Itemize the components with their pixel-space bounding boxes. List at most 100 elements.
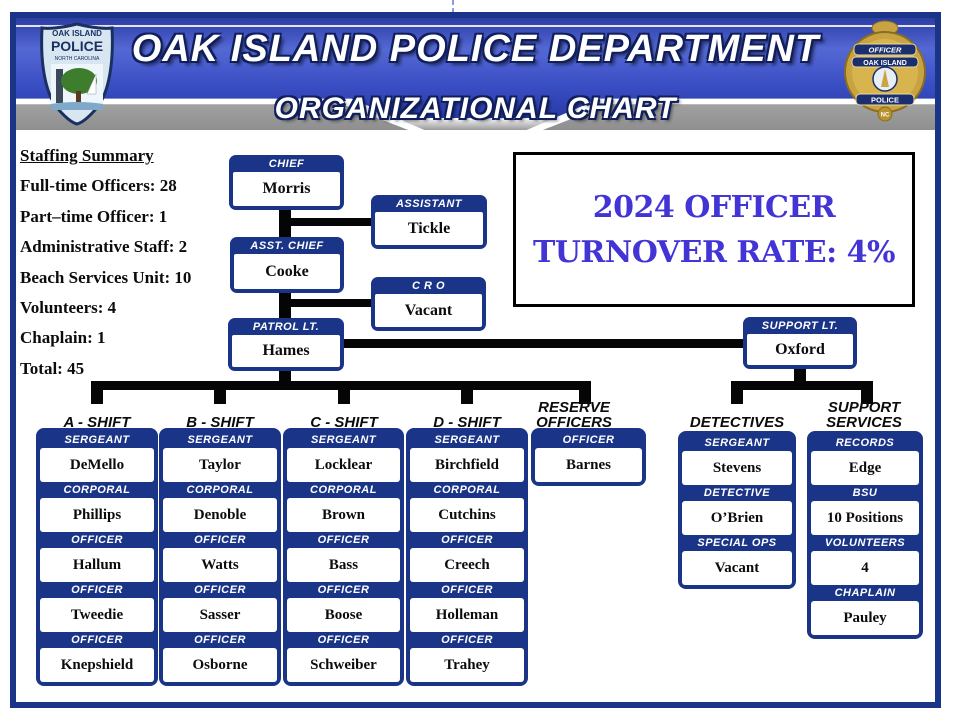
officer-name: Watts — [163, 548, 277, 582]
officer-name: Phillips — [40, 498, 154, 532]
connector-tick-a-shift — [91, 381, 103, 404]
turnover-line-2: TURNOVER RATE: 4% — [532, 234, 896, 270]
officer-name: Stevens — [682, 451, 792, 485]
connector-tick-c-shift — [338, 381, 350, 404]
connector-tick-detectives — [731, 381, 743, 404]
connector-tick-reserve — [579, 381, 591, 404]
node-title: SUPPORT LT. — [761, 320, 839, 332]
staffing-item: Part–time Officer: 1 — [20, 206, 168, 226]
node-name: Hames — [232, 335, 340, 367]
branch-label-detectives: DETECTIVES — [689, 414, 785, 431]
branch-label-b-shift: B - SHIFT — [186, 414, 254, 431]
column-detectives: SERGEANT Stevens DETECTIVE O’Brien SPECI… — [678, 431, 796, 589]
rank-label: OFFICER — [317, 534, 370, 546]
staffing-item: Total: 45 — [20, 358, 85, 378]
officer-name: Knepshield — [40, 648, 154, 682]
staffing-item: Chaplain: 1 — [20, 328, 106, 348]
staffing-summary-title: Staffing Summary — [20, 146, 154, 165]
officer-badge-icon: OFFICER OAK ISLAND POLICE NC — [844, 20, 926, 122]
connector-tick-b-shift — [214, 381, 226, 404]
rank-label: SERGEANT — [310, 434, 377, 446]
node-name: Tickle — [375, 212, 483, 245]
node-title: ASST. CHIEF — [250, 240, 324, 252]
branch-label-support-services: SUPPORT SERVICES — [826, 399, 902, 431]
column-a-shift: SERGEANT DeMello CORPORAL Phillips OFFIC… — [36, 428, 158, 686]
officer-name: Vacant — [682, 551, 792, 585]
node-assistant: ASSISTANT Tickle — [371, 195, 487, 249]
staffing-summary: Staffing Summary Full-time Officers: 28 … — [20, 141, 235, 384]
node-name: Morris — [233, 172, 340, 206]
badge-oakisland-text: OAK ISLAND — [863, 60, 907, 67]
node-title: CHIEF — [268, 158, 305, 170]
rank-label: SERGEANT — [704, 437, 770, 449]
branch-label-d-shift: D - SHIFT — [433, 414, 501, 431]
node-title: C R O — [411, 280, 446, 292]
officer-name: Denoble — [163, 498, 277, 532]
officer-name: Schweiber — [287, 648, 400, 682]
rank-label: BSU — [852, 487, 878, 499]
officer-name: Holleman — [410, 598, 524, 632]
officer-name: Brown — [287, 498, 400, 532]
officer-name: Bass — [287, 548, 400, 582]
officer-name: Tweedie — [40, 598, 154, 632]
officer-name: Sasser — [163, 598, 277, 632]
rank-label: CORPORAL — [63, 484, 131, 496]
rank-label: OFFICER — [441, 534, 493, 546]
patch-police-text: POLICE — [51, 38, 103, 54]
column-b-shift: SERGEANT Taylor CORPORAL Denoble OFFICER… — [159, 428, 281, 686]
rank-label: OFFICER — [441, 634, 493, 646]
badge-police-text: POLICE — [871, 96, 899, 105]
node-name: Cooke — [234, 254, 340, 289]
node-patrol-lt: PATROL LT. Hames — [228, 318, 344, 371]
rank-label: CORPORAL — [186, 484, 254, 496]
officer-name: 10 Positions — [811, 501, 919, 535]
turnover-line-1: 2024 OFFICER — [592, 189, 836, 225]
connector-asstchief-cro — [285, 299, 373, 307]
connector-chief-assistant — [285, 218, 373, 226]
column-support-services: RECORDS Edge BSU 10 Positions VOLUNTEERS… — [807, 431, 923, 639]
page-title: OAK ISLAND POLICE DEPARTMENT — [131, 28, 820, 70]
rank-label: OFFICER — [194, 584, 246, 596]
rank-label: OFFICER — [71, 634, 123, 646]
branch-label-a-shift: A - SHIFT — [63, 414, 131, 431]
node-asst-chief: ASST. CHIEF Cooke — [230, 237, 344, 293]
rank-label: SERGEANT — [187, 434, 253, 446]
officer-name: Pauley — [811, 601, 919, 635]
node-title: PATROL LT. — [252, 321, 320, 333]
column-c-shift: SERGEANT Locklear CORPORAL Brown OFFICER… — [283, 428, 404, 686]
officer-name: Locklear — [287, 448, 400, 482]
patch-arc-text: OAK ISLAND — [52, 29, 102, 38]
officer-name: Creech — [410, 548, 524, 582]
rank-label: OFFICER — [441, 584, 493, 596]
officer-name: Birchfield — [410, 448, 524, 482]
rank-label: OFFICER — [194, 534, 246, 546]
staffing-item: Administrative Staff: 2 — [20, 237, 188, 257]
rank-label: CHAPLAIN — [834, 587, 896, 599]
staffing-item: Volunteers: 4 — [20, 298, 117, 318]
officer-name: Osborne — [163, 648, 277, 682]
staffing-item: Full-time Officers: 28 — [20, 176, 177, 196]
rank-label: SERGEANT — [64, 434, 130, 446]
node-name: Vacant — [375, 294, 482, 327]
column-d-shift: SERGEANT Birchfield CORPORAL Cutchins OF… — [406, 428, 528, 686]
page-subtitle: ORGANIZATIONAL CHART — [274, 92, 677, 125]
connector-patrol-support — [343, 339, 745, 348]
node-title: ASSISTANT — [395, 198, 463, 210]
rank-label: SPECIAL OPS — [697, 537, 777, 549]
badge-nc-text: NC — [881, 113, 890, 119]
officer-name: Barnes — [535, 448, 642, 482]
rank-label: DETECTIVE — [703, 487, 771, 499]
officer-name: 4 — [811, 551, 919, 585]
badge-officer-text: OFFICER — [869, 46, 902, 55]
staffing-item: Beach Services Unit: 10 — [20, 267, 192, 287]
rank-label: OFFICER — [317, 634, 370, 646]
rank-label: OFFICER — [194, 634, 246, 646]
branch-label-reserve-officers: RESERVE OFFICERS — [536, 399, 612, 431]
officer-name: Cutchins — [410, 498, 524, 532]
connector-support-bus — [731, 381, 873, 390]
officer-name: Trahey — [410, 648, 524, 682]
turnover-rate-callout: 2024 OFFICER TURNOVER RATE: 4% — [513, 152, 915, 307]
patch-state-text: NORTH CAROLINA — [55, 56, 100, 62]
column-reserve-officers: OFFICER Barnes — [531, 428, 646, 486]
